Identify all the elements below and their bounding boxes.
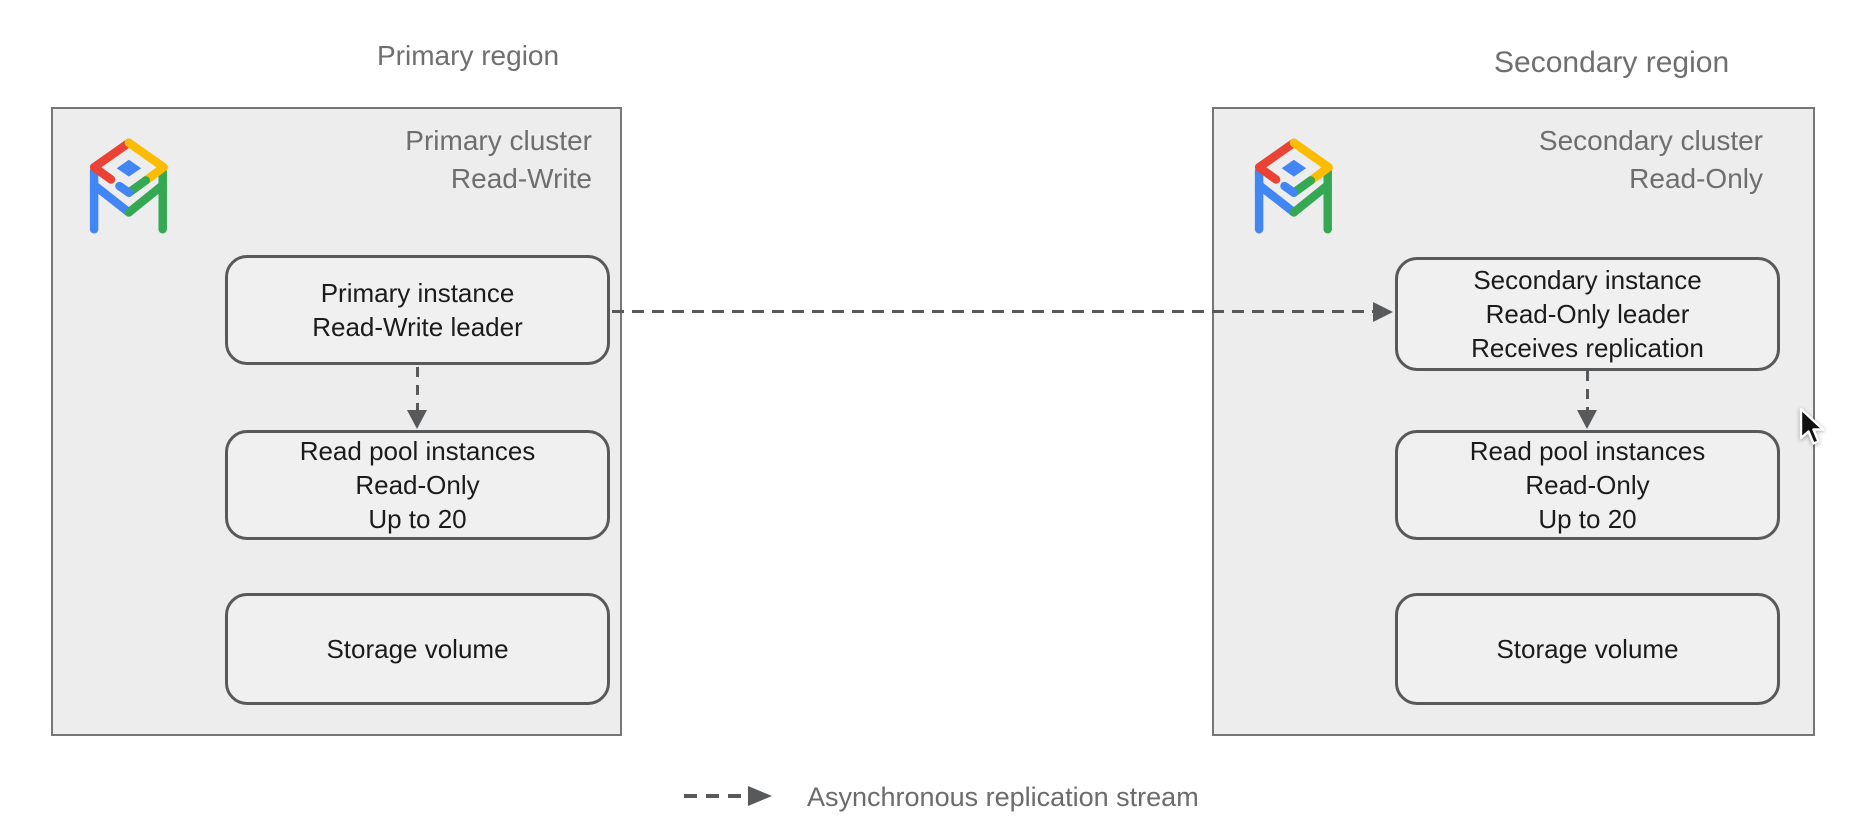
secondary-cluster-mode: Read-Only — [1629, 163, 1763, 194]
secondary-instance-line3: Receives replication — [1471, 333, 1704, 363]
legend-dash-line — [684, 794, 746, 798]
secondary-instance-line1: Secondary instance — [1473, 265, 1702, 295]
secondary-region-label: Secondary region — [1494, 46, 1730, 79]
alloydb-logo-icon — [1254, 138, 1333, 234]
secondary-cluster-title: Secondary cluster Read-Only — [1463, 122, 1763, 198]
secondary-read-pool-line2: Read-Only — [1525, 470, 1650, 500]
secondary-read-pool-node: Read pool instances Read-Only Up to 20 — [1395, 430, 1780, 540]
primary-instance-node: Primary instance Read-Write leader — [225, 255, 610, 365]
secondary-instance-node: Secondary instance Read-Only leader Rece… — [1395, 257, 1780, 371]
legend-replication-label: Asynchronous replication stream — [807, 782, 1199, 812]
secondary-storage-node: Storage volume — [1395, 593, 1780, 705]
primary-downlink-arrowhead-icon — [407, 410, 427, 429]
primary-downlink-line — [416, 367, 419, 411]
secondary-storage-label: Storage volume — [1496, 634, 1679, 664]
secondary-downlink-line — [1586, 371, 1589, 411]
alloydb-logo-icon — [89, 138, 168, 234]
secondary-read-pool-line3: Up to 20 — [1538, 504, 1637, 534]
primary-storage-node: Storage volume — [225, 593, 610, 705]
primary-read-pool-line2: Read-Only — [355, 470, 480, 500]
replication-arrow-line — [612, 310, 1375, 313]
primary-instance-line1: Primary instance — [320, 278, 515, 308]
mouse-cursor-icon — [1799, 407, 1825, 445]
secondary-downlink-arrowhead-icon — [1577, 410, 1597, 429]
primary-read-pool-node: Read pool instances Read-Only Up to 20 — [225, 430, 610, 540]
primary-region-label: Primary region — [377, 40, 560, 71]
replication-arrowhead-icon — [1373, 302, 1393, 322]
primary-read-pool-line3: Up to 20 — [368, 504, 467, 534]
primary-instance-line2: Read-Write leader — [312, 312, 523, 342]
primary-cluster-mode: Read-Write — [450, 163, 592, 194]
secondary-instance-line2: Read-Only leader — [1485, 299, 1690, 329]
primary-read-pool-line1: Read pool instances — [299, 436, 536, 466]
primary-cluster-title: Primary cluster Read-Write — [292, 122, 592, 198]
secondary-cluster-name: Secondary cluster — [1538, 125, 1763, 156]
legend-arrowhead-icon — [748, 786, 772, 806]
primary-cluster-name: Primary cluster — [405, 125, 592, 156]
primary-storage-label: Storage volume — [326, 634, 509, 664]
secondary-read-pool-line1: Read pool instances — [1469, 436, 1706, 466]
